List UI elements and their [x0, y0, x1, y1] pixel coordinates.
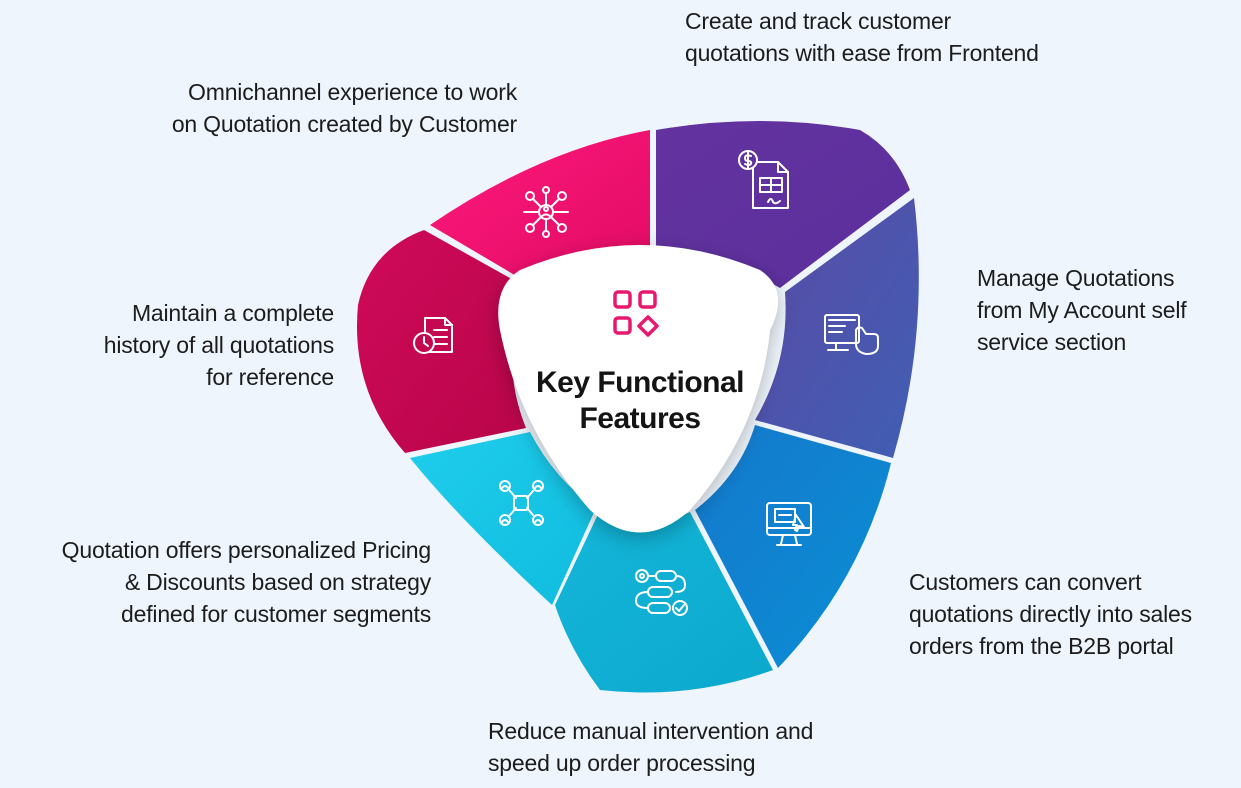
document-history-icon	[413, 317, 453, 354]
workflow-process-icon	[635, 569, 688, 616]
touchscreen-monitor-icon	[824, 314, 879, 355]
feature-line: & Discounts based on strategy	[124, 569, 431, 595]
feature-line: Customers can convert	[909, 569, 1142, 595]
omnichannel-network-icon	[523, 186, 569, 238]
segment-reduce-manual	[555, 510, 773, 693]
feature-personalized-pricing-label: Quotation offers personalized Pricing & …	[61, 534, 432, 630]
grid-shapes-icon	[613, 290, 659, 337]
feature-line: Omnichannel experience to work	[188, 79, 517, 105]
segment-personalized-pricing	[410, 432, 596, 605]
feature-convert-orders-label: Customers can convert quotations directl…	[909, 566, 1192, 662]
feature-line: Reduce manual intervention and	[488, 718, 814, 744]
center-title-line-1: Key Functional	[535, 366, 745, 399]
feature-history-label: Maintain a complete history of all quota…	[104, 297, 334, 393]
feature-line: quotations directly into sales	[909, 601, 1192, 627]
feature-line: Maintain a complete	[131, 300, 334, 326]
segment-history	[356, 230, 535, 453]
feature-line: Quotation offers personalized Pricing	[61, 537, 432, 563]
feature-line: Create and track customer	[685, 8, 952, 34]
quotation-document-dollar-icon	[738, 150, 789, 209]
segment-convert-orders	[695, 425, 891, 668]
feature-line: quotations with ease from Frontend	[685, 40, 1039, 66]
center-title-line-2: Features	[579, 402, 701, 435]
center-shape	[498, 245, 778, 533]
feature-reduce-manual-label: Reduce manual intervention and speed up …	[488, 715, 813, 779]
feature-omnichannel-label: Omnichannel experience to work on Quotat…	[172, 76, 517, 140]
desktop-click-icon	[766, 502, 812, 546]
feature-create-track-label: Create and track customer quotations wit…	[685, 5, 1039, 69]
feature-line: from My Account self	[977, 297, 1187, 323]
feature-line: on Quotation created by Customer	[171, 111, 517, 137]
feature-line: service section	[977, 329, 1127, 355]
segment-create-track	[656, 121, 910, 288]
feature-line: Manage Quotations	[977, 265, 1175, 291]
feature-line: orders from the B2B portal	[909, 633, 1174, 659]
feature-my-account-label: Manage Quotations from My Account self s…	[977, 262, 1187, 358]
feature-line: speed up order processing	[488, 750, 756, 776]
customer-segments-icon	[499, 480, 544, 526]
segment-my-account	[755, 198, 919, 458]
feature-line: history of all quotations	[103, 332, 334, 358]
center-title: Key Functional Features	[520, 365, 760, 437]
feature-line: defined for customer segments	[121, 601, 431, 627]
feature-line: for reference	[206, 364, 334, 390]
